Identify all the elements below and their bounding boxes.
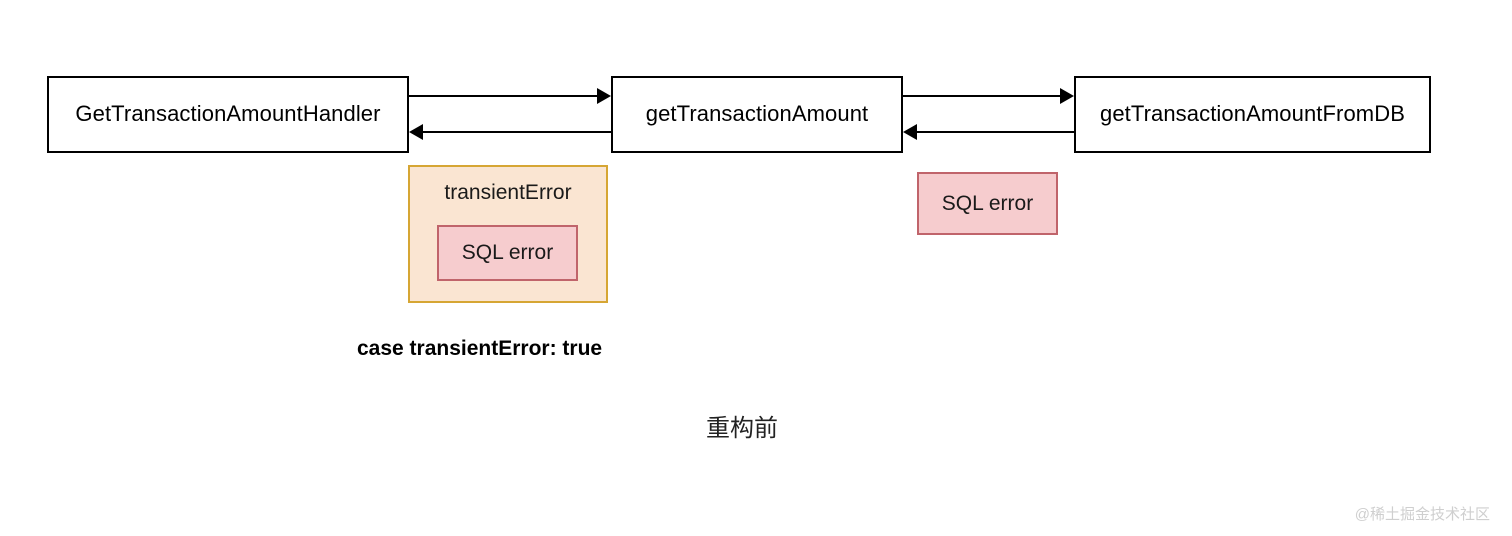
- transient-error-inner-sql-error-label: SQL error: [461, 241, 554, 264]
- transient-error-label: transientError: [444, 181, 572, 204]
- arrow-service-to-handler-line: [423, 131, 611, 133]
- arrow-db-to-service-line: [917, 131, 1074, 133]
- node-service-label: getTransactionAmount: [645, 101, 869, 127]
- arrow-service-to-handler-head-icon: [409, 124, 423, 140]
- arrow-handler-to-service-head-icon: [597, 88, 611, 104]
- node-handler-label: GetTransactionAmountHandler: [75, 101, 381, 127]
- node-get-transaction-amount: getTransactionAmount: [611, 76, 903, 153]
- arrow-service-to-db-head-icon: [1060, 88, 1074, 104]
- arrow-service-to-db-line: [903, 95, 1062, 97]
- db-sql-error-label: SQL error: [941, 191, 1034, 215]
- arrow-handler-to-service-line: [409, 95, 599, 97]
- stage-caption: 重构前: [706, 415, 778, 442]
- node-db-label: getTransactionAmountFromDB: [1099, 101, 1405, 127]
- case-transient-error-caption: case transientError: true: [357, 337, 603, 360]
- node-get-transaction-amount-from-db: getTransactionAmountFromDB: [1074, 76, 1431, 153]
- db-sql-error-box: SQL error: [917, 172, 1058, 235]
- arrow-db-to-service-head-icon: [903, 124, 917, 140]
- watermark: @稀土掘金技术社区: [1354, 506, 1490, 523]
- transient-error-inner-sql-error-box: SQL error: [437, 225, 578, 281]
- node-get-transaction-amount-handler: GetTransactionAmountHandler: [47, 76, 409, 153]
